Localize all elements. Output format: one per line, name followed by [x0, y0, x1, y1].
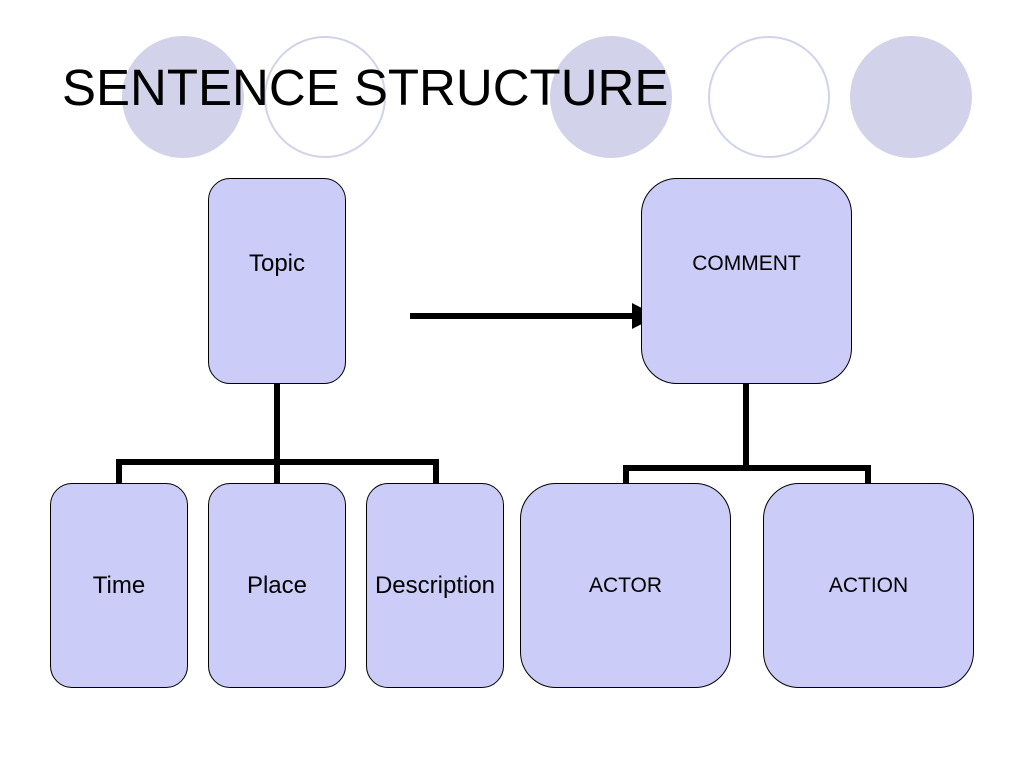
description-label: Description [374, 571, 496, 599]
time-box: Time [50, 483, 188, 688]
slide-title: SENTENCE STRUCTURE [62, 59, 669, 116]
decor-circle-filled-1 [122, 36, 244, 158]
comment-branch-line [623, 465, 871, 484]
decor-circle-filled-2 [550, 36, 672, 158]
topic-label: Topic [248, 250, 306, 277]
actor-box: ACTOR [520, 483, 731, 688]
decor-circle-filled-3 [850, 36, 972, 158]
decor-circle-outline-1 [264, 36, 386, 158]
comment-label: COMMENT [692, 252, 801, 275]
comment-box: COMMENT [641, 178, 852, 384]
decor-circle-outline-2 [708, 36, 830, 158]
place-label: Place [246, 571, 308, 599]
action-label: ACTION [828, 573, 909, 597]
description-box: Description [366, 483, 504, 688]
time-label: Time [92, 571, 146, 599]
action-box: ACTION [763, 483, 974, 688]
topic-box: Topic [208, 178, 346, 384]
actor-label: ACTOR [588, 573, 663, 597]
place-box: Place [208, 483, 346, 688]
